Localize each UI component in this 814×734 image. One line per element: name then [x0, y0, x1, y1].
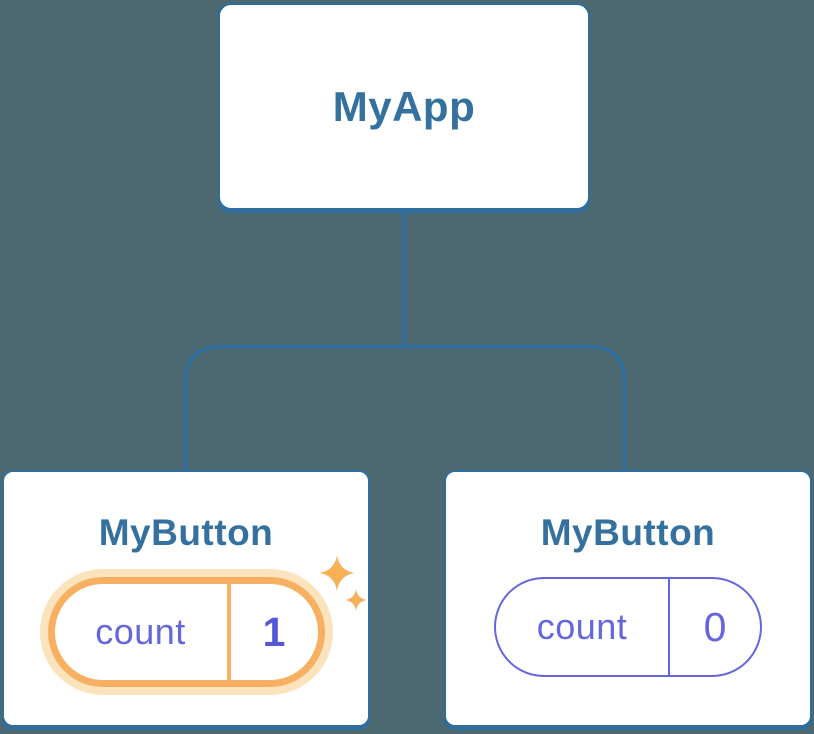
state-pill-zone: count 0: [446, 577, 810, 677]
pill-divider: [668, 579, 670, 675]
state-key-label: count: [95, 611, 186, 652]
node-mybutton-updated: MyButton count 1: [2, 470, 370, 727]
state-pill-normal: count 0: [494, 577, 762, 677]
state-value: 1: [262, 608, 286, 655]
node-mybutton-label: MyButton: [98, 512, 274, 553]
pill-divider: [226, 584, 231, 680]
node-myapp: MyApp: [218, 3, 590, 210]
state-pill-zone: count 1: [4, 555, 368, 687]
node-mybutton-label: MyButton: [540, 512, 716, 553]
state-pill-updated: count 1: [47, 577, 325, 687]
state-value: 0: [703, 603, 727, 650]
node-myapp-label: MyApp: [332, 82, 476, 130]
node-mybutton-normal: MyButton count 0: [444, 470, 812, 727]
state-key-label: count: [536, 606, 628, 647]
